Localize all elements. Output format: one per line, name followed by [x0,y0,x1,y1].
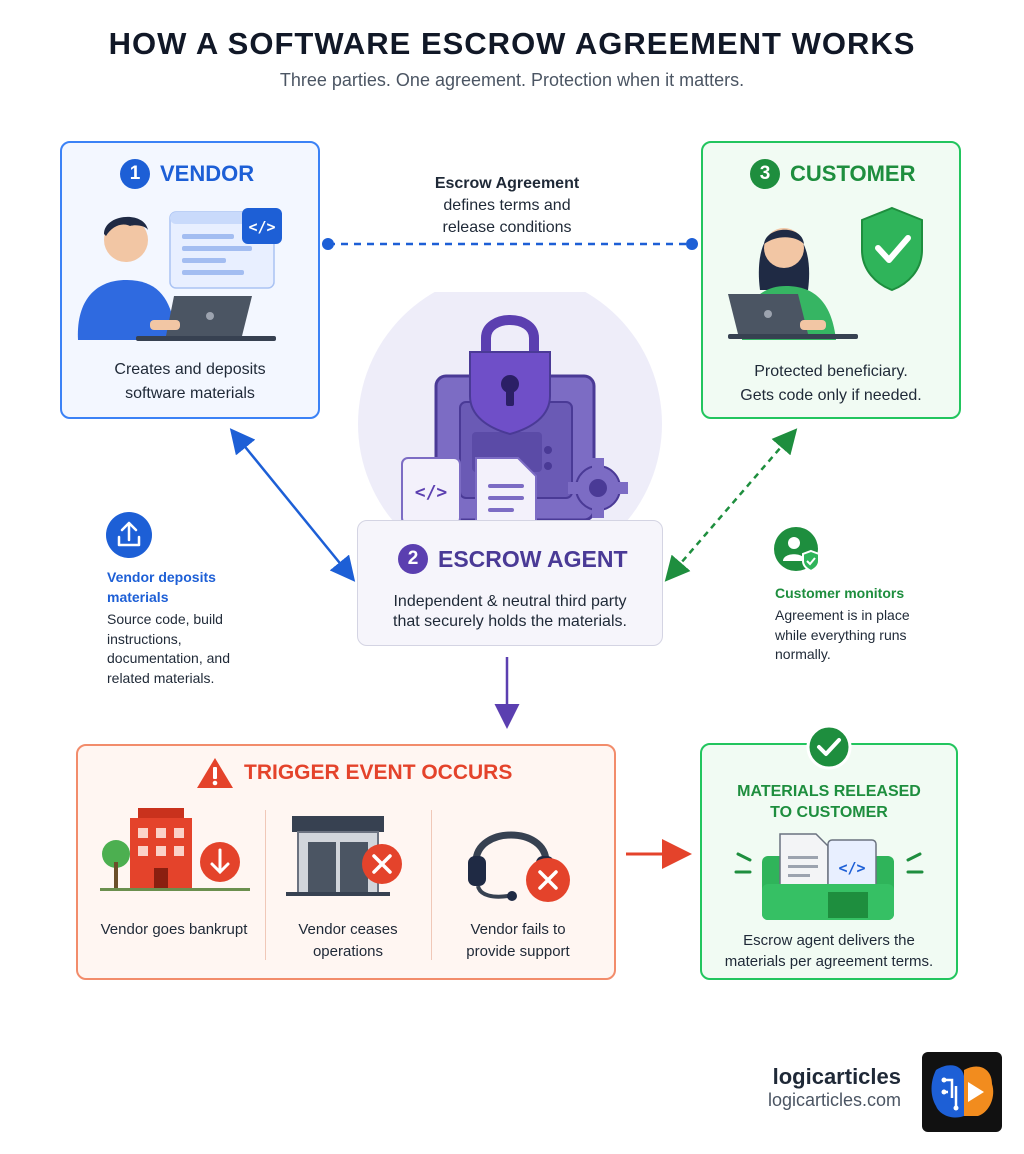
escrow-agent-card [357,520,663,646]
warning-icon [197,758,233,788]
page-title: HOW A SOFTWARE ESCROW AGREEMENT WORKS [108,26,916,61]
agreement-title: Escrow Agreement [434,175,580,192]
release-code-badge: </> [838,859,865,877]
agreement-line2: release conditions [442,219,572,236]
vendor-deposits-body: Source code, build instructions, documen… [107,611,230,686]
release-desc-line1: Escrow agent delivers the [743,932,915,949]
vendor-deposits-title-line1: Vendor deposits [107,569,216,585]
vendor-header: 1 VENDOR [120,159,254,189]
logicarticles-logo-icon [922,1052,1002,1132]
agent-number: 2 [398,544,428,574]
agent-desc-line2: that securely holds the materials. [393,613,627,630]
released-folder-icon: </> [734,833,924,920]
closed-storefront-icon [286,816,402,896]
trigger-header: TRIGGER EVENT OCCURS [196,756,512,790]
trigger-event-3-line1: Vendor fails to [470,921,566,938]
release-title-line2: TO CUSTOMER [770,804,888,821]
headset-support-icon [468,831,570,902]
customer-monitors-body: Agreement is in place while everything r… [775,607,910,662]
trigger-title: TRIGGER EVENT OCCURS [244,761,513,784]
brand-name: logicarticles [772,1064,901,1089]
vendor-desc-line2: software materials [125,385,255,402]
customer-desc-line1: Protected beneficiary. [754,363,908,380]
customer-desc-line2: Gets code only if needed. [740,387,922,404]
trigger-event-2-line1: Vendor ceases [298,921,398,938]
vendor-desc-line1: Creates and deposits [114,361,266,378]
user-shield-icon [774,527,820,573]
trigger-event-2-line2: operations [312,943,384,960]
agreement-dot-left [322,238,334,250]
customer-illustration-icon [728,206,923,340]
brand-url[interactable]: logicarticles.com [767,1090,901,1110]
customer-monitors-title: Customer monitors [775,585,905,601]
vault-illustration-icon: </> [358,292,662,532]
customer-header: 3 CUSTOMER [750,159,916,189]
trigger-divider-1 [265,810,266,960]
bankrupt-building-icon [100,808,250,891]
customer-card [701,141,961,419]
agent-header: 2 ESCROW AGENT [398,544,628,574]
agreement-line1: defines terms and [443,197,571,214]
customer-number: 3 [750,159,780,189]
vendor-number: 1 [120,159,150,189]
vendor-agent-arrow [229,428,356,582]
release-title-line1: MATERIALS RELEASED [737,783,921,800]
release-desc-line2: materials per agreement terms. [724,953,934,970]
agent-desc-line1: Independent & neutral third party [393,593,627,610]
agreement-dot-right [686,238,698,250]
vendor-illustration-icon: </> [77,208,282,341]
trigger-event-3-line2: provide support [466,943,570,960]
vendor-deposits-title-line2: materials [107,589,169,605]
trigger-event-1-line1: Vendor goes bankrupt [100,921,248,938]
vendor-title: VENDOR [160,161,255,186]
check-circle-icon [806,724,852,770]
trigger-divider-2 [431,810,432,960]
page-subtitle: Three parties. One agreement. Protection… [279,70,745,90]
agent-title: ESCROW AGENT [438,545,628,572]
upload-icon [106,512,152,558]
vendor-code-badge: </> [248,218,275,236]
agent-code-badge: </> [415,482,448,503]
customer-title: CUSTOMER [790,161,916,186]
